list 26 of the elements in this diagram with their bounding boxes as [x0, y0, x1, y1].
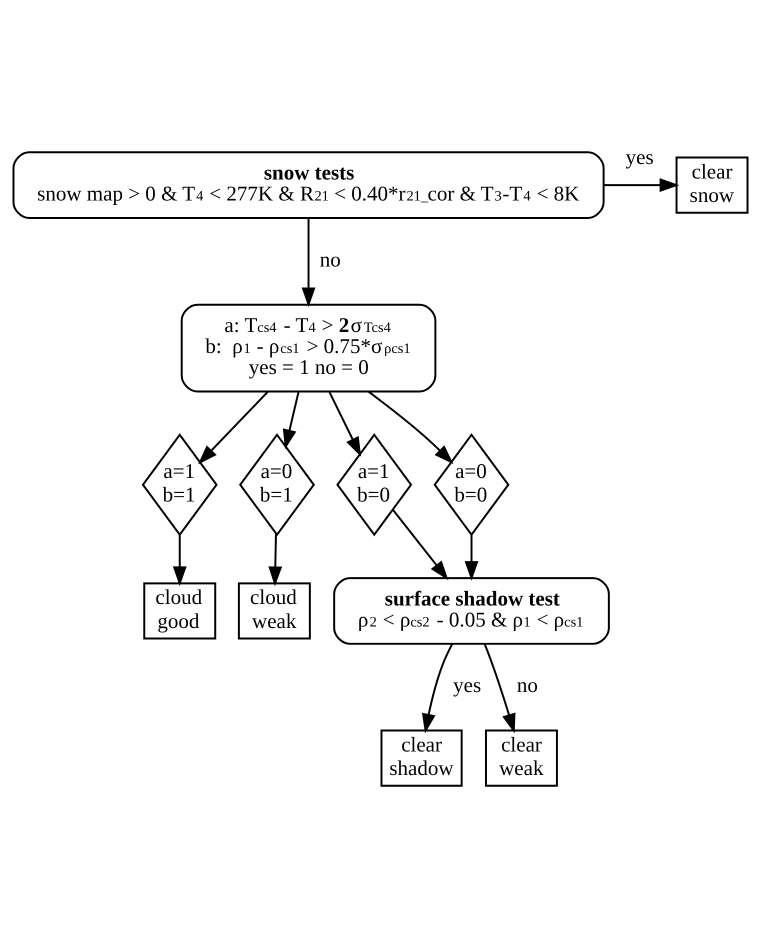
node-diamond: a=0 b=1 [238, 432, 316, 536]
arrow [422, 642, 454, 733]
node-box: clear weak [484, 729, 558, 786]
arrow [464, 534, 478, 580]
arrow [198, 390, 268, 464]
arrow [392, 508, 448, 580]
edge-label: no [516, 672, 538, 697]
edge-label: no [320, 246, 341, 271]
arrow [368, 390, 454, 464]
arrow [484, 642, 516, 733]
node-diamond: a=1 b=0 [336, 432, 412, 536]
node-box: clear shadow [380, 729, 463, 786]
edge-label: yes [626, 144, 654, 168]
node-box: cloud weak [238, 582, 311, 640]
node-box: snow tests snow map > 0 & T4 < 277K & R21 < 0.40*r21_cor & T3-T4 < 8K [12, 150, 605, 218]
edge-label: yes [453, 672, 482, 697]
arrow [172, 534, 187, 586]
arrow [328, 390, 362, 456]
arrow [604, 178, 680, 192]
node-box: a: Tcs4 - T4 > 2σTcs4 b: ρ1 - ρcs1 > 0.75*σρcs1 yes = 1 no = 0 [180, 303, 436, 392]
node-box: cloud good [143, 582, 216, 640]
node-box: clear snow [676, 156, 748, 214]
arrow [282, 391, 300, 449]
node-box: surface shadow test ρ2 < ρcs2 - 0.05 & ρ1 < ρcs1 [333, 576, 610, 644]
arrow [268, 532, 282, 586]
arrow [302, 218, 316, 307]
